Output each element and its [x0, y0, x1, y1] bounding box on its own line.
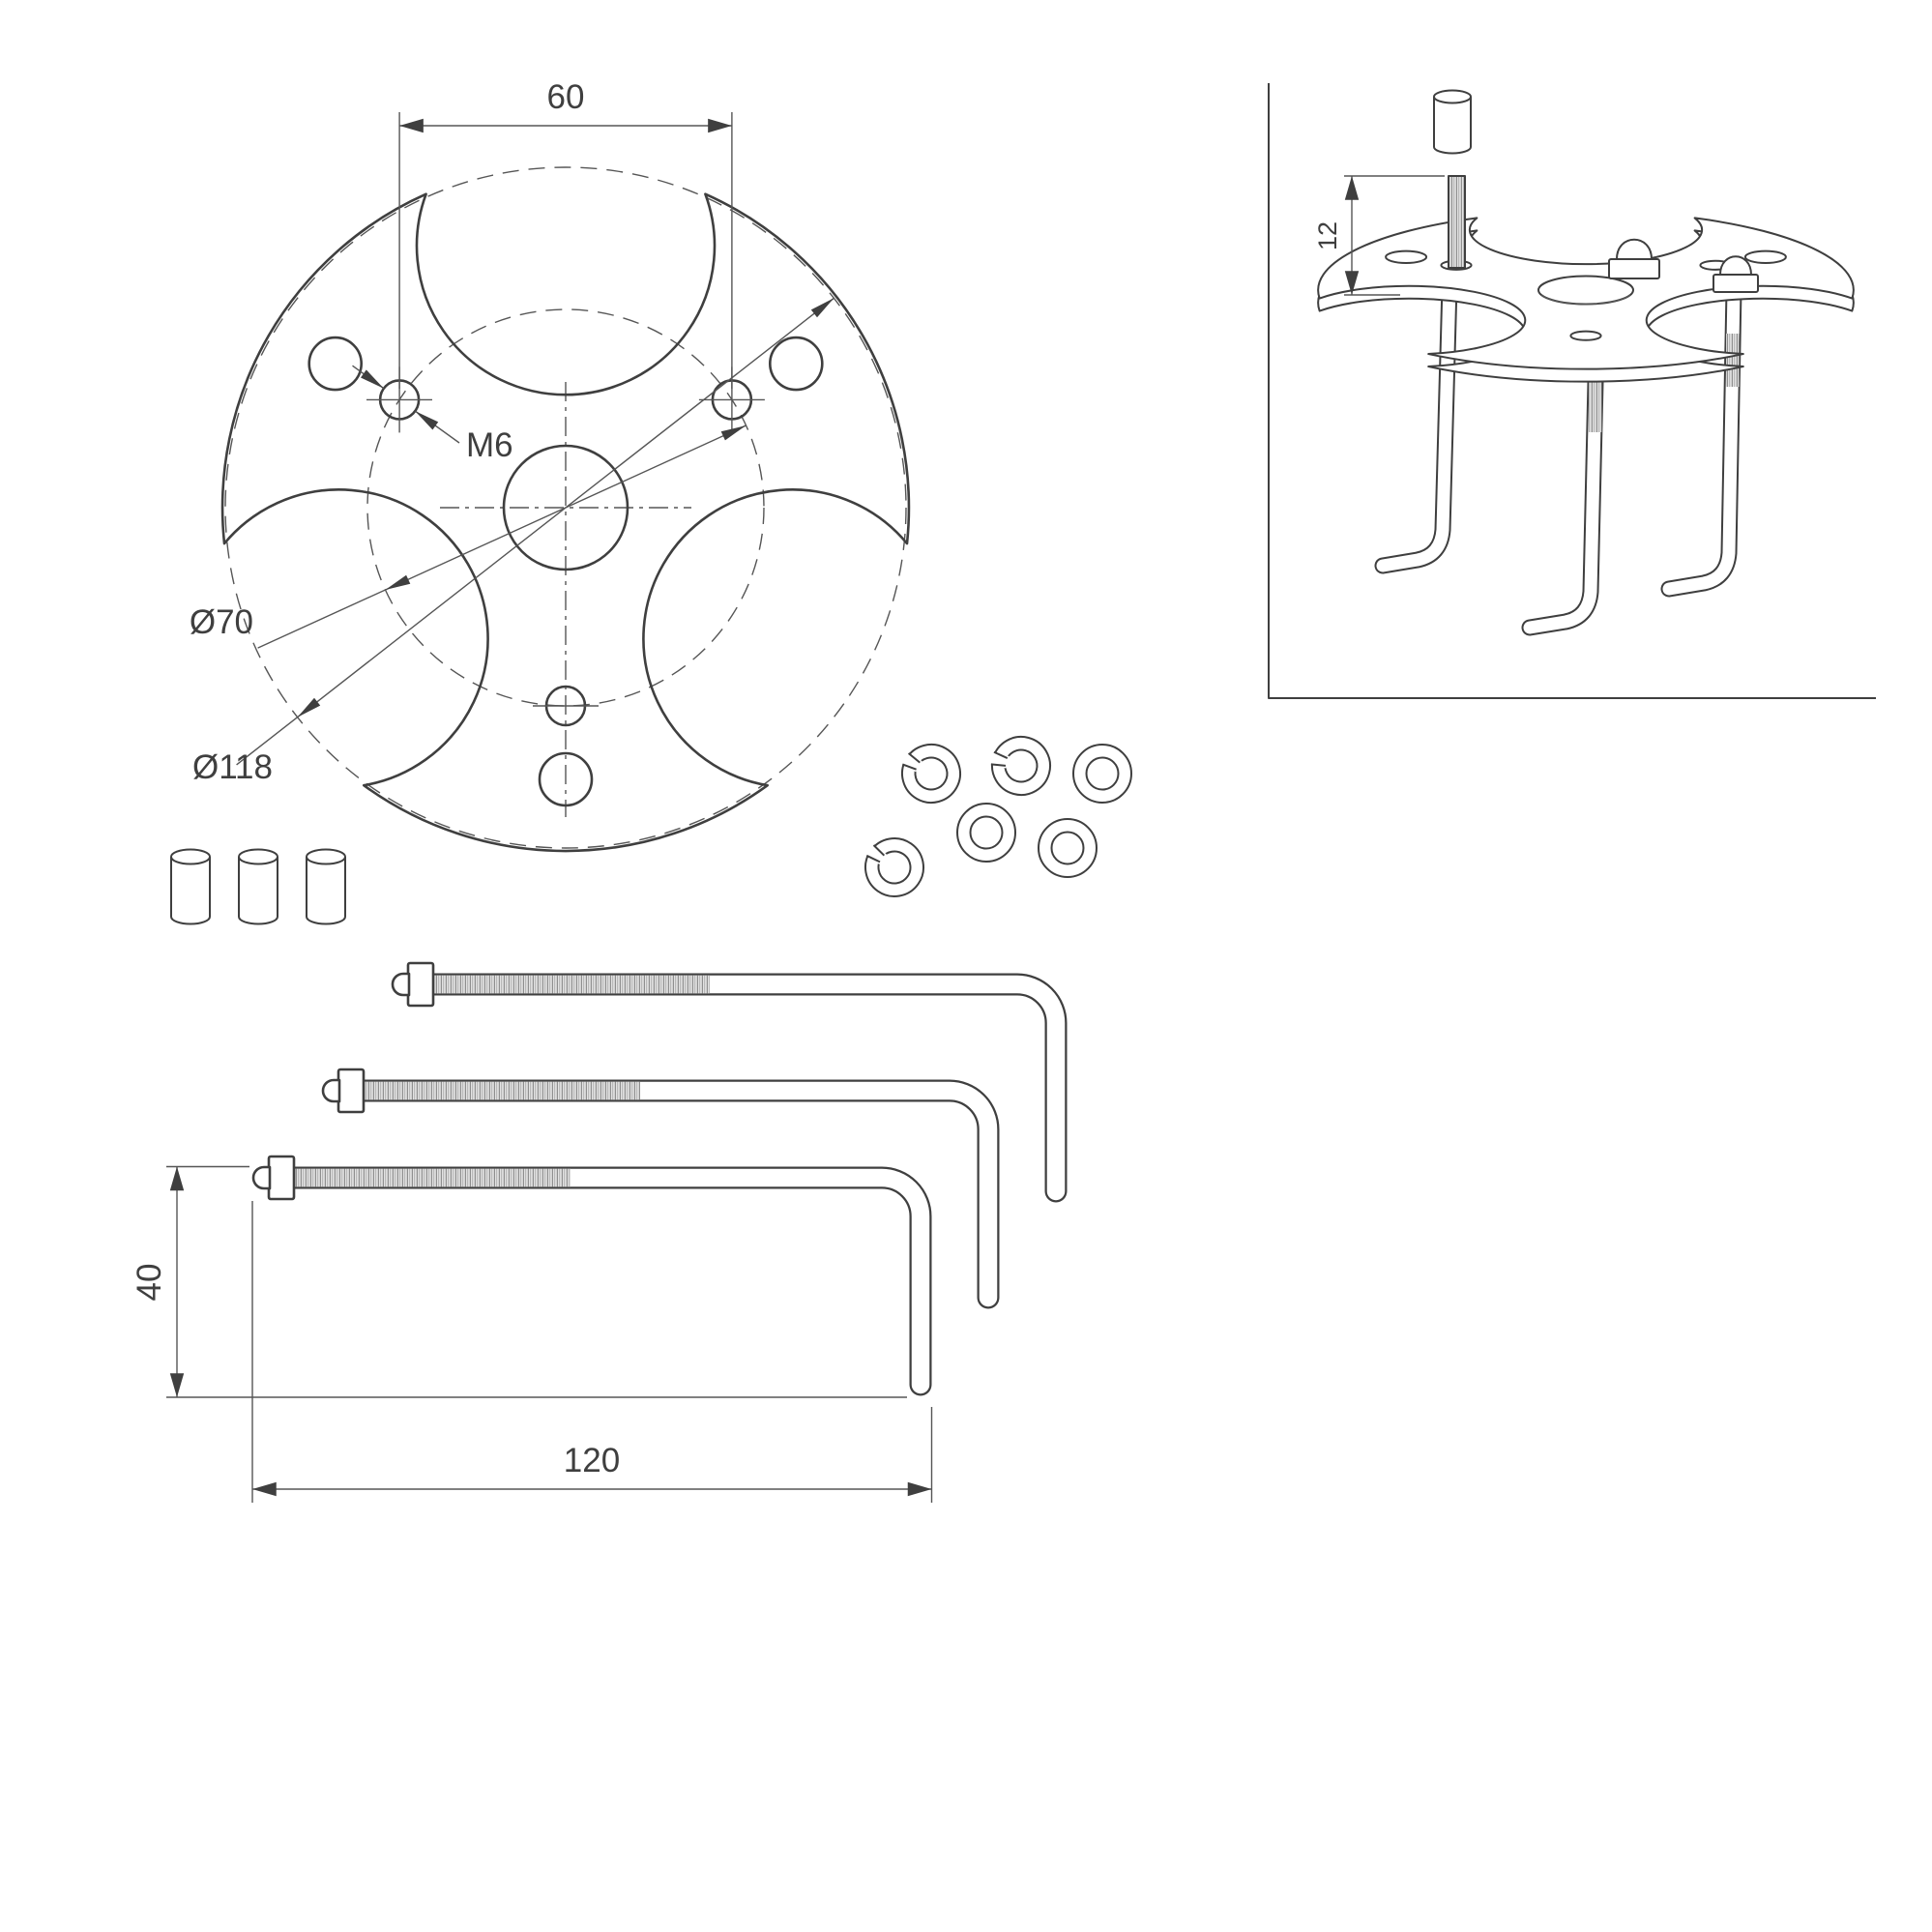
arrowhead: [415, 411, 439, 430]
anchor-bolt: [321, 1068, 1000, 1309]
mount-hole-top-right: [768, 336, 824, 392]
spacer: [238, 848, 278, 925]
inset-center-hole-depth: [1540, 294, 1631, 306]
washers: [864, 736, 1132, 897]
plate-outline: [220, 192, 911, 853]
inset-m6-hole: [1569, 330, 1602, 341]
dim-60-label: 60: [547, 78, 585, 116]
inset-dome-nut: [1712, 255, 1759, 293]
threaded-section: [1726, 334, 1740, 387]
arrowhead: [297, 697, 321, 717]
dome-cap: [1719, 255, 1752, 276]
inset-border: [1268, 83, 1876, 699]
arrowhead: [810, 298, 834, 318]
anchor-bolt: [391, 961, 1068, 1203]
hex-nut: [406, 961, 435, 1008]
dome-cap-nut: [251, 1165, 272, 1190]
dia70-label: Ø70: [190, 603, 253, 641]
assembly-inset: 12: [1268, 83, 1876, 699]
spring-washer: [864, 837, 924, 897]
dim-12-label: 12: [1313, 221, 1342, 250]
threaded-section: [433, 975, 710, 994]
hex-nut: [1608, 258, 1660, 279]
dimension-120: 120: [251, 1201, 933, 1503]
anchor-bolts: [251, 961, 1068, 1396]
threaded-section: [294, 1168, 571, 1187]
inset-mount-hole: [1743, 249, 1787, 264]
hex-nut: [1712, 274, 1759, 293]
center-hole: [502, 444, 629, 571]
arrowhead: [361, 369, 384, 389]
spacer-sleeves: [170, 848, 346, 925]
inset-anchor-rods: [1374, 277, 1742, 636]
inset-spacer: [1433, 89, 1472, 155]
flat-washer: [1072, 744, 1132, 804]
mount-hole-top-left: [307, 336, 364, 392]
mount-hole-bottom: [538, 751, 594, 807]
m6-label: M6: [466, 426, 513, 464]
flat-washer: [1038, 818, 1098, 878]
bolt-circle-dashed: [366, 308, 765, 707]
dimension-60: 60: [398, 78, 733, 389]
dia70-callout: Ø70: [190, 424, 746, 649]
plate-top-view: 60 M6 Ø70 Ø118: [190, 78, 911, 853]
inset-dome-nut: [1608, 238, 1660, 279]
threaded-section: [364, 1081, 640, 1100]
m6-callout: M6: [352, 365, 513, 464]
spring-washer: [901, 744, 961, 804]
dim-40-label: 40: [131, 1264, 168, 1302]
arrowhead: [720, 425, 746, 441]
dimension-40: 40: [131, 1165, 907, 1398]
inset-mount-hole: [1385, 249, 1428, 264]
spacer: [306, 848, 346, 925]
flat-washer: [956, 803, 1016, 863]
dim-120-label: 120: [564, 1442, 620, 1479]
inset-threaded-stud: [1448, 175, 1466, 269]
threaded-section: [1589, 379, 1602, 432]
dia118-callout: Ø118: [192, 297, 834, 786]
hex-nut: [267, 1155, 296, 1201]
leader-line: [257, 424, 746, 649]
dia118-label: Ø118: [192, 748, 273, 786]
dome-cap: [1616, 238, 1653, 260]
dimension-12: 12: [1313, 175, 1445, 296]
hex-nut: [337, 1068, 366, 1114]
outer-diameter-circle-dashed: [224, 166, 907, 849]
anchor-bolt: [251, 1155, 932, 1396]
spacer: [170, 848, 211, 925]
dome-cap-nut: [391, 972, 411, 997]
leader-line: [236, 297, 834, 766]
spring-washer: [989, 736, 1051, 796]
dome-cap-nut: [321, 1078, 341, 1103]
arrowhead: [385, 574, 411, 590]
